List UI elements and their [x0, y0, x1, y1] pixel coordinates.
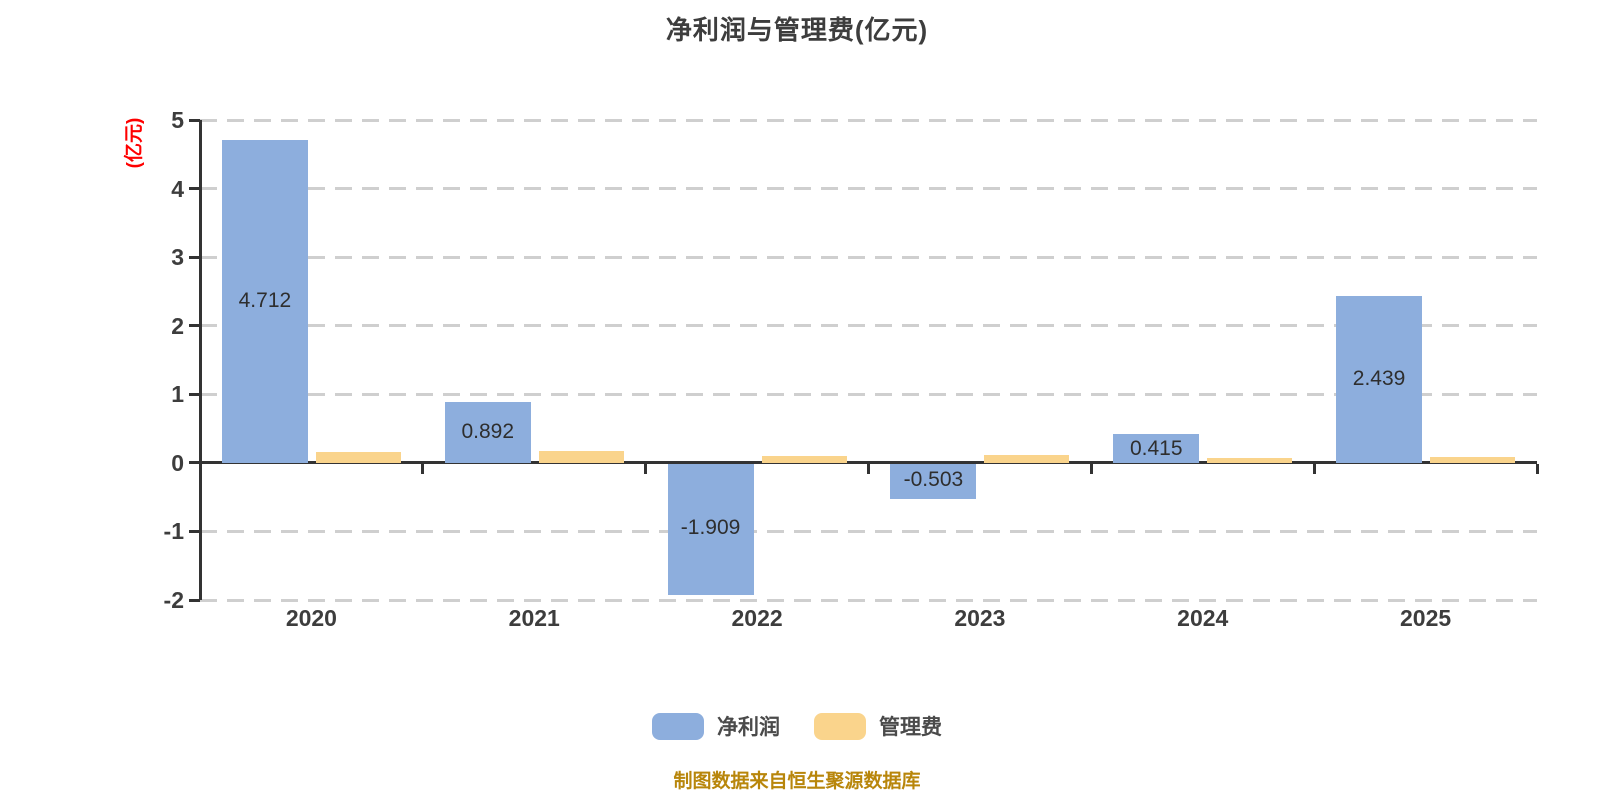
x-axis-tick-3	[867, 464, 870, 475]
bar-value-label-net-profit-2023: -0.503	[903, 468, 964, 492]
bar-value-label-net-profit-2022: -1.909	[680, 516, 741, 540]
legend-label-net-profit: 净利润	[717, 716, 780, 739]
gridline--2	[200, 598, 1537, 602]
y-tick-label--2: -2	[163, 587, 184, 613]
y-tick-label-0: 0	[171, 449, 184, 476]
y-tick-label-3: 3	[171, 244, 184, 271]
bar-value-label-net-profit-2025: 2.439	[1352, 367, 1406, 391]
y-axis-tick-3	[189, 255, 200, 259]
x-axis-tick-4	[1089, 464, 1093, 475]
bar-management-fee-2021	[538, 451, 624, 463]
gridline-1	[200, 392, 1537, 396]
y-axis-tick-5	[189, 118, 200, 122]
bar-management-fee-2022	[761, 456, 847, 463]
management-fee-swatch	[814, 712, 866, 740]
bar-value-label-net-profit-2024: 0.415	[1129, 436, 1183, 460]
y-axis-tick-4	[189, 187, 200, 191]
x-axis-tick-5	[1312, 464, 1316, 475]
x-tick-label-2023: 2023	[954, 605, 1006, 631]
bar-net-profit-2020	[221, 139, 308, 463]
y-tick-label-2: 2	[171, 312, 184, 339]
x-tick-label-2021: 2021	[508, 605, 560, 631]
gridline-3	[200, 255, 1537, 259]
gridline-2	[200, 324, 1537, 328]
x-axis-tick-1	[421, 464, 425, 475]
bar-net-profit-2025	[1336, 295, 1423, 463]
bar-net-profit-2022	[667, 464, 754, 596]
legend-item-management-fee: 管理费	[814, 711, 942, 741]
bar-management-fee-2020	[315, 451, 401, 463]
bar-management-fee-2024	[1207, 458, 1293, 463]
gridline--1	[200, 529, 1537, 533]
bar-management-fee-2023	[984, 454, 1070, 463]
y-tick-label--1: -1	[163, 518, 184, 545]
x-tick-label-2025: 2025	[1399, 605, 1452, 631]
gridline-5	[200, 118, 1537, 122]
y-axis-tick--1	[189, 529, 200, 533]
y-axis-tick-0	[189, 461, 200, 465]
y-tick-label-1: 1	[171, 381, 184, 408]
bar-value-label-net-profit-2021: 0.892	[461, 420, 515, 444]
y-axis-tick-1	[189, 392, 200, 396]
y-tick-label-5: 5	[171, 107, 184, 133]
bar-net-profit-2023	[890, 464, 977, 499]
chart-title: 净利润与管理费(亿元)	[665, 15, 929, 45]
net-profit-swatch	[652, 712, 704, 740]
gridline-4	[200, 187, 1537, 191]
zero-axis-line	[200, 461, 1537, 465]
y-axis-tick--2	[189, 598, 200, 602]
x-axis-tick-6	[1535, 464, 1539, 475]
bar-management-fee-2025	[1430, 456, 1516, 463]
y-tick-label-4: 4	[171, 175, 184, 202]
bar-value-label-net-profit-2020: 4.712	[238, 289, 292, 313]
legend-label-management-fee: 管理费	[879, 716, 942, 739]
data-source-note: 制图数据来自恒生聚源数据库	[673, 771, 921, 792]
x-tick-label-2024: 2024	[1177, 605, 1229, 631]
x-tick-label-2022: 2022	[731, 605, 783, 631]
legend: 净利润 管理费	[0, 711, 1594, 741]
x-tick-label-2020: 2020	[285, 605, 337, 631]
legend-item-net-profit: 净利润	[652, 711, 780, 741]
y-axis-tick-2	[189, 324, 200, 328]
bar-net-profit-2021	[444, 401, 531, 463]
bar-net-profit-2024	[1113, 434, 1200, 463]
x-axis-tick-2	[644, 464, 648, 475]
y-axis-line	[198, 120, 202, 600]
